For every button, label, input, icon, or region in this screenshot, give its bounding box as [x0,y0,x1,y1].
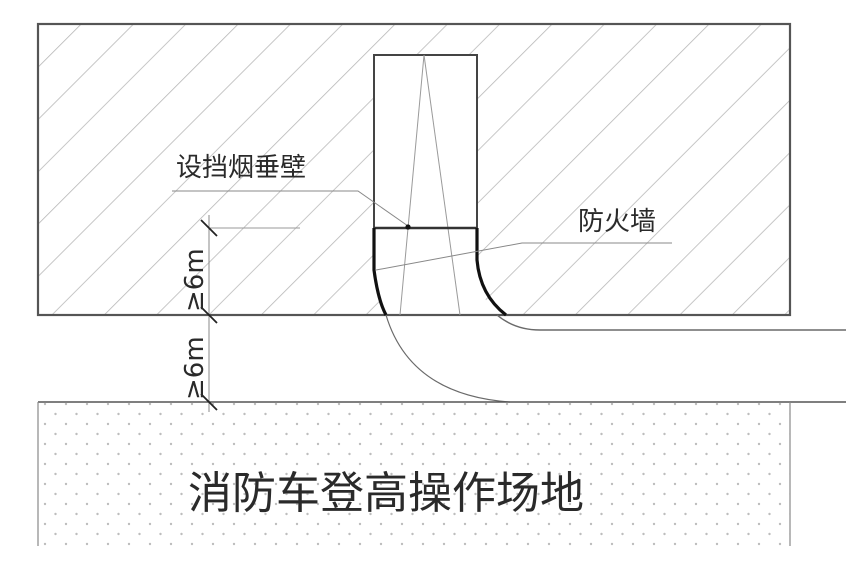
dimension-lower-label: ≥6m [180,336,210,400]
dimension-upper-label: ≥6m [180,248,210,312]
fire-rescue-area [37,402,791,546]
dimension-line: ≥6m ≥6m [180,215,300,412]
fire-wall-label: 防火墙 [578,207,656,237]
fire-wall-callout: 防火墙 [375,207,672,271]
road [38,314,846,403]
passage-opening [373,54,478,316]
smoke-curtain-label: 设挡烟垂壁 [176,153,306,183]
fire-wall [372,228,507,317]
rescue-area-label: 消防车登高操作场地 [188,468,584,519]
smoke-curtain-callout: 设挡烟垂壁 [172,153,411,230]
building-block [36,22,792,317]
